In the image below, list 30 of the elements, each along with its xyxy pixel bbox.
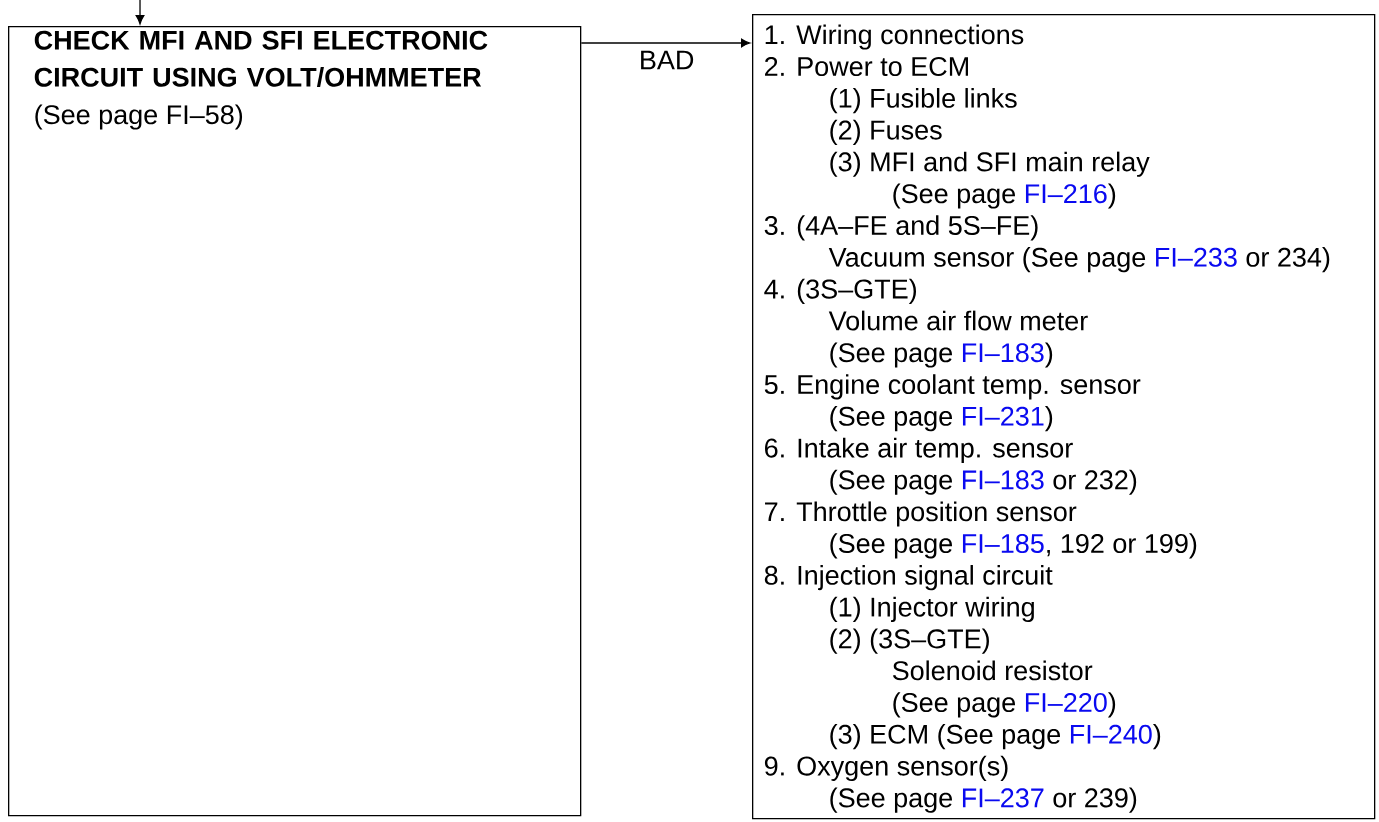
- list-item: Volume air flow meter: [828, 310, 1088, 331]
- arrow: [135, 0, 145, 25]
- list-item: (See page FI–220): [893, 692, 1116, 718]
- list-item: 3. (4A–FE and 5S–FE): [764, 215, 1038, 241]
- list-item: 9. Oxygen sensor(s): [764, 755, 1008, 781]
- heading: CHECK MFI AND SFI ELECTRONIC CIRCUIT USING VOLT/OHMMETER: [34, 30, 488, 88]
- list-item: (2) Fuses: [830, 119, 942, 145]
- arrow: [580, 38, 751, 48]
- list-item: (See page FI–185, 192 or 199): [830, 533, 1197, 559]
- list-item: (3) ECM (See page FI–240): [830, 724, 1161, 750]
- list-item: 5. Engine coolant temp. sensor: [764, 374, 1141, 400]
- list-item: 6. Intake air temp. sensor: [765, 437, 1073, 463]
- list-item: 4. (3S–GTE): [764, 278, 916, 304]
- list-item: (1) Fusible links: [830, 88, 1017, 114]
- list-item: (See page FI–216): [893, 183, 1116, 209]
- list-item: Solenoid resistor: [892, 660, 1093, 681]
- list-item: 2. Power to ECM: [765, 56, 968, 77]
- list-item: (See page FI–183): [830, 342, 1053, 368]
- list-item: (See page FI–237 or 239): [830, 787, 1137, 813]
- list-item: (See page FI–183 or 232): [830, 469, 1137, 495]
- list-item: 1. Wiring connections: [765, 24, 1024, 50]
- edge-label: BAD: [636, 48, 697, 72]
- list-item: 8. Injection signal circuit: [764, 565, 1053, 591]
- list-item: Vacuum sensor (See page FI–233 or 234): [828, 247, 1330, 273]
- list-item: (3) MFI and SFI main relay: [830, 151, 1150, 177]
- list-item: (1) Injector wiring: [830, 596, 1034, 622]
- list-item: (2) (3S–GTE): [830, 628, 989, 654]
- list-item: 7. Throttle position sensor: [765, 501, 1077, 527]
- list-item: (See page FI–231): [830, 406, 1053, 432]
- page-reference: (See page FI–58): [35, 104, 243, 130]
